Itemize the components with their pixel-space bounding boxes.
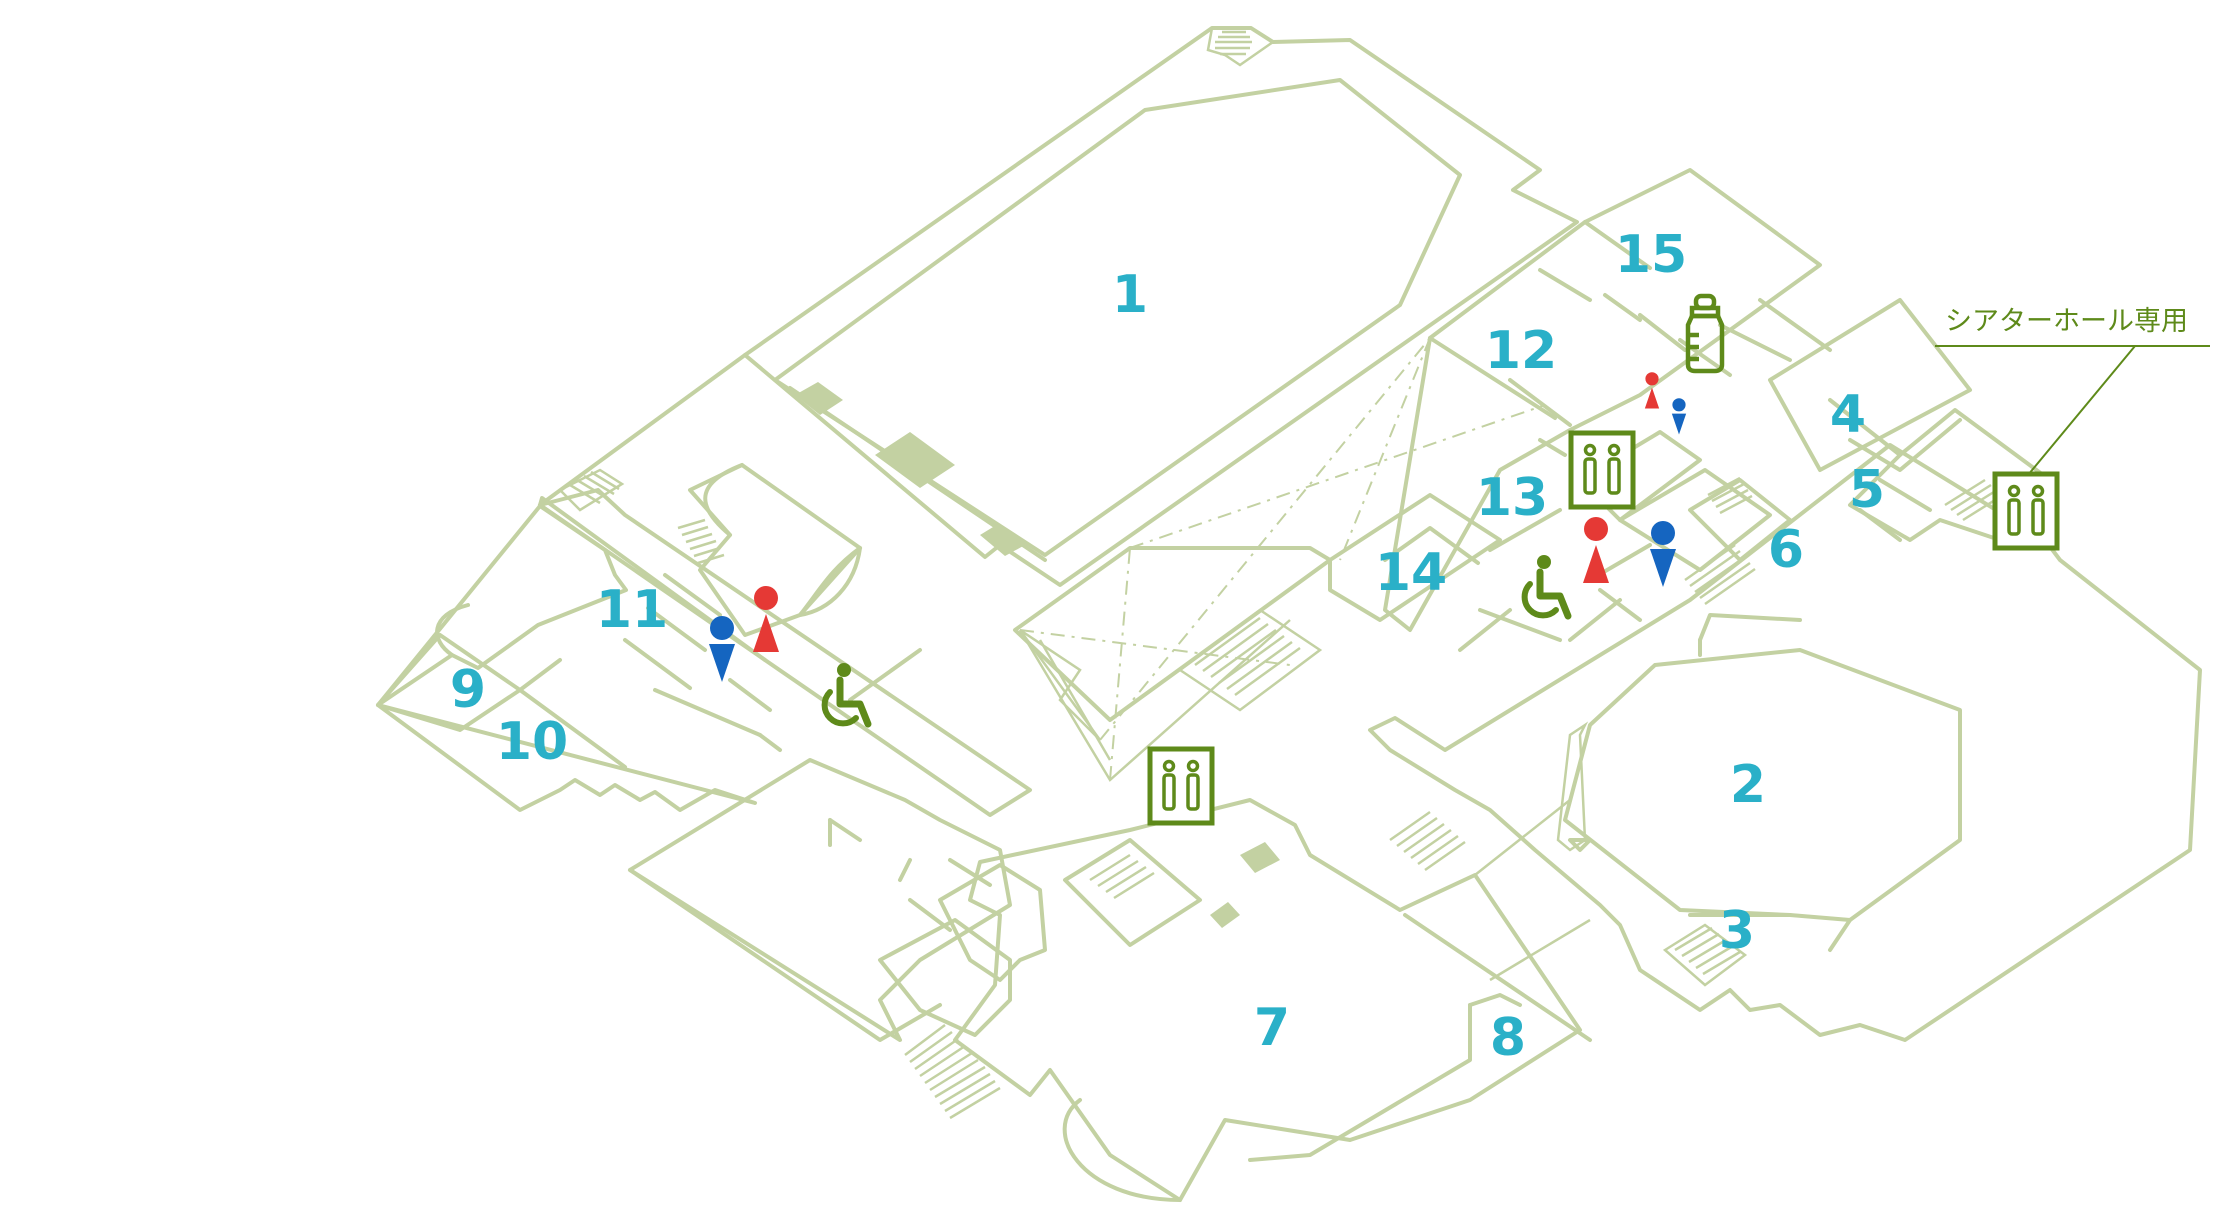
room-number-5: 5 — [1849, 460, 1885, 520]
baby-bottle-icon — [1685, 293, 1725, 374]
room-number-2: 2 — [1730, 755, 1766, 815]
restroom-male-icon — [1650, 521, 1676, 587]
annotation-label: シアターホール専用 — [1945, 306, 2188, 337]
elevator-icon — [1995, 474, 2057, 548]
room-numbers: 1 2 3 4 5 6 7 8 9 10 11 12 13 14 15 — [450, 225, 1885, 1068]
restroom-male-icon — [1671, 398, 1687, 435]
room-number-3: 3 — [1719, 901, 1755, 961]
elevator-icon — [1571, 433, 1633, 507]
room-number-10: 10 — [496, 712, 568, 772]
room-number-13: 13 — [1476, 468, 1548, 528]
room-number-7: 7 — [1254, 998, 1290, 1058]
room-number-11: 11 — [596, 580, 668, 640]
room-number-4: 4 — [1830, 385, 1866, 445]
wheelchair-icon — [1525, 555, 1568, 616]
room-number-9: 9 — [450, 660, 486, 720]
facility-icons — [709, 293, 2057, 823]
room-number-6: 6 — [1768, 520, 1804, 580]
restroom-male-icon — [709, 616, 735, 682]
room-number-12: 12 — [1485, 321, 1557, 381]
room-number-15: 15 — [1615, 225, 1687, 285]
room-number-8: 8 — [1490, 1008, 1526, 1068]
elevator-icon — [1150, 749, 1212, 823]
restroom-female-icon — [1583, 517, 1609, 583]
room-number-1: 1 — [1112, 265, 1148, 325]
theater-hall-annotation: シアターホール専用 — [1935, 306, 2210, 476]
room-number-14: 14 — [1375, 543, 1447, 603]
floor-plan-walls — [376, 26, 2202, 1202]
